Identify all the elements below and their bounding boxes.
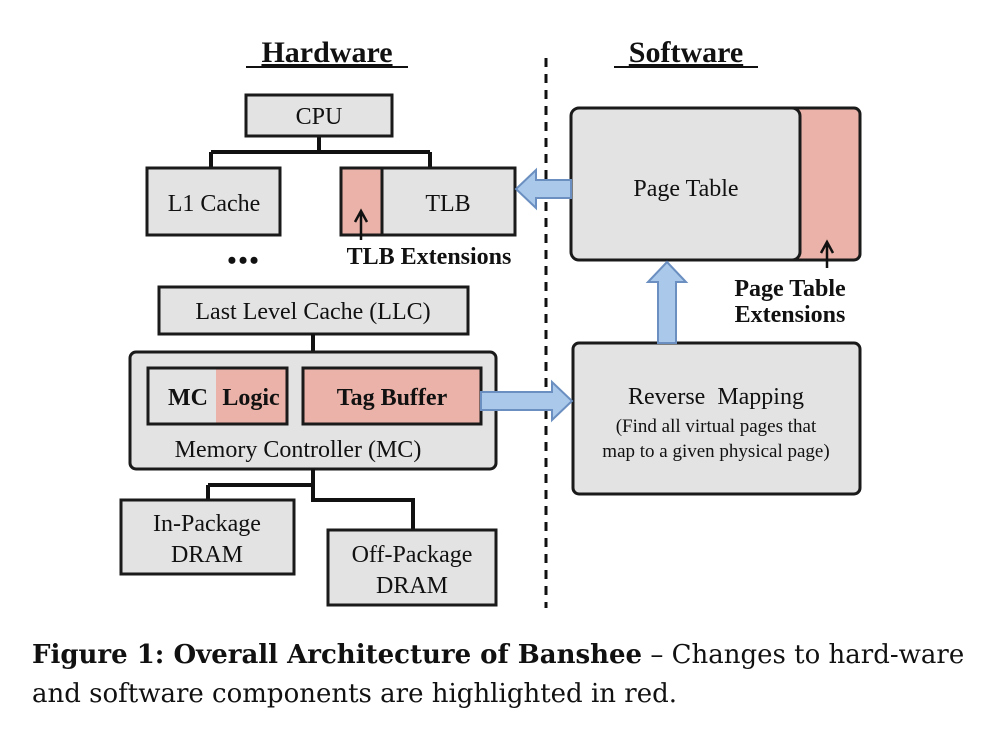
figure-caption: Figure 1: Overall Architecture of Banshe… <box>32 636 972 714</box>
in-package-dram-box <box>119 498 296 576</box>
logic-label: Logic <box>222 385 280 411</box>
caption-label: Figure 1: Overall Architecture of Banshe… <box>32 640 643 670</box>
software-heading: Software <box>629 36 743 69</box>
ellipsis: ••• <box>227 246 260 275</box>
reverse-mapping-desc-1: (Find all virtual pages that <box>616 416 817 437</box>
reverse-mapping-to-page-table-arrow <box>645 260 689 344</box>
page-table-extension-pointer <box>819 239 835 268</box>
page-table-to-tlb-arrow <box>514 167 572 211</box>
in-package-dram-label-1: In-Package <box>153 511 261 537</box>
off-package-dram-label-1: Off-Package <box>352 542 473 568</box>
logic-highlight <box>216 369 286 423</box>
cpu-box <box>244 93 394 138</box>
off-package-dram-box <box>326 528 498 607</box>
tlb-extensions-label: TLB Extensions <box>347 244 512 270</box>
tlb-extension-pointer <box>353 208 369 240</box>
dram-tree-wires <box>206 469 415 530</box>
reverse-mapping-label: Reverse Mapping <box>628 384 804 410</box>
tag-buffer-to-reverse-mapping-arrow <box>480 379 574 423</box>
reverse-mapping-box <box>571 341 862 496</box>
caption-text: – Changes to hard-ware and software comp… <box>32 640 965 709</box>
hardware-heading: Hardware <box>261 36 392 69</box>
l1-cache-box <box>145 166 282 237</box>
in-package-dram-label-2: DRAM <box>171 542 243 568</box>
tlb-box <box>380 166 517 237</box>
reverse-mapping-desc-2: map to a given physical page) <box>602 441 829 462</box>
page-table-extensions-label-2: Extensions <box>735 302 846 328</box>
cpu-label: CPU <box>296 104 343 130</box>
mc-label: MC <box>168 385 208 411</box>
memory-controller-label: Memory Controller (MC) <box>175 437 422 463</box>
llc-box <box>157 285 470 336</box>
llc-label: Last Level Cache (LLC) <box>195 299 430 325</box>
tlb-label: TLB <box>425 191 470 217</box>
tag-buffer-label: Tag Buffer <box>337 385 448 411</box>
l1-cache-label: L1 Cache <box>168 191 261 217</box>
off-package-dram-label-2: DRAM <box>376 573 448 599</box>
page-table-extensions-label-1: Page Table <box>734 276 846 302</box>
cpu-tree-wires <box>209 136 432 168</box>
architecture-diagram: Hardware Software CPU L1 Cache TLB TLB E… <box>119 36 862 608</box>
page-table-label: Page Table <box>633 176 738 202</box>
